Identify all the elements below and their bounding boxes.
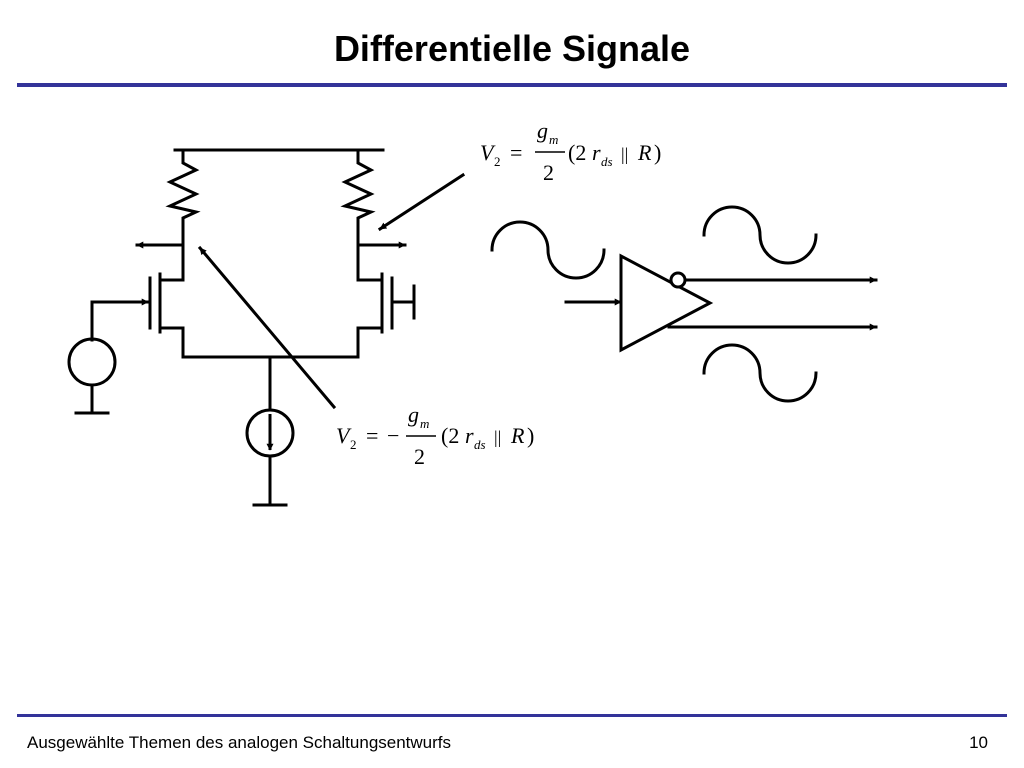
page-title: Differentielle Signale [333,28,691,69]
eq-neg-parallel: || [494,427,501,447]
eq-neg-R: R [510,423,525,448]
eq-neg-lhs: V [336,423,352,448]
eq-pos-paren-open: (2 [568,140,586,165]
input-waveform [490,220,606,280]
page-number: 10 [969,733,988,752]
eq-neg-r-sub: ds [474,437,486,452]
voltage-source [67,337,117,387]
eq-pos-r: r [592,140,601,165]
differential-amplifier [619,253,714,353]
inverting-output-bubble [669,271,687,289]
eq-pos-numerator-sub: m [549,132,558,147]
right-load-resistor [340,148,376,264]
eq-pos-R: R [637,140,652,165]
eq-neg-numerator-sub: m [420,416,429,431]
left-gate-input [90,298,150,342]
equation-negative: V 2 = − g m 2 (2 r ds || R ) [336,402,534,469]
eq-pos-lhs: V [480,140,496,165]
eq-pos-parallel: || [621,144,628,164]
eq-neg-numerator: g [408,402,419,427]
eq-neg-paren-open: (2 [441,423,459,448]
eq-pos-denominator: 2 [543,160,554,185]
footer-divider [17,714,1007,717]
eq-neg-lhs-sub: 2 [350,437,357,452]
eq-pos-paren-close: ) [654,140,661,165]
eq-neg-sign: − [387,423,399,448]
upper-output-waveform [702,205,818,265]
right-transistor [356,260,416,359]
footer-course-title: Ausgewählte Themen des analogen Schaltun… [27,733,452,752]
eq-neg-equals: = [366,423,378,448]
equation-positive: V 2 = g m 2 (2 r ds || R ) [480,118,661,185]
eq-pos-lhs-sub: 2 [494,154,501,169]
left-transistor [148,260,185,359]
eq-pos-numerator: g [537,118,548,143]
eq-neg-r: r [465,423,474,448]
eq-neg-paren-close: ) [527,423,534,448]
lower-output-waveform [702,343,818,403]
title-divider [17,83,1007,87]
eq-pos-r-sub: ds [601,154,613,169]
eq-neg-denominator: 2 [414,444,425,469]
left-load-resistor [165,148,201,264]
pointer-arrow-negative [197,245,337,410]
eq-pos-equals: = [510,140,522,165]
pointer-arrow-positive [377,172,466,232]
